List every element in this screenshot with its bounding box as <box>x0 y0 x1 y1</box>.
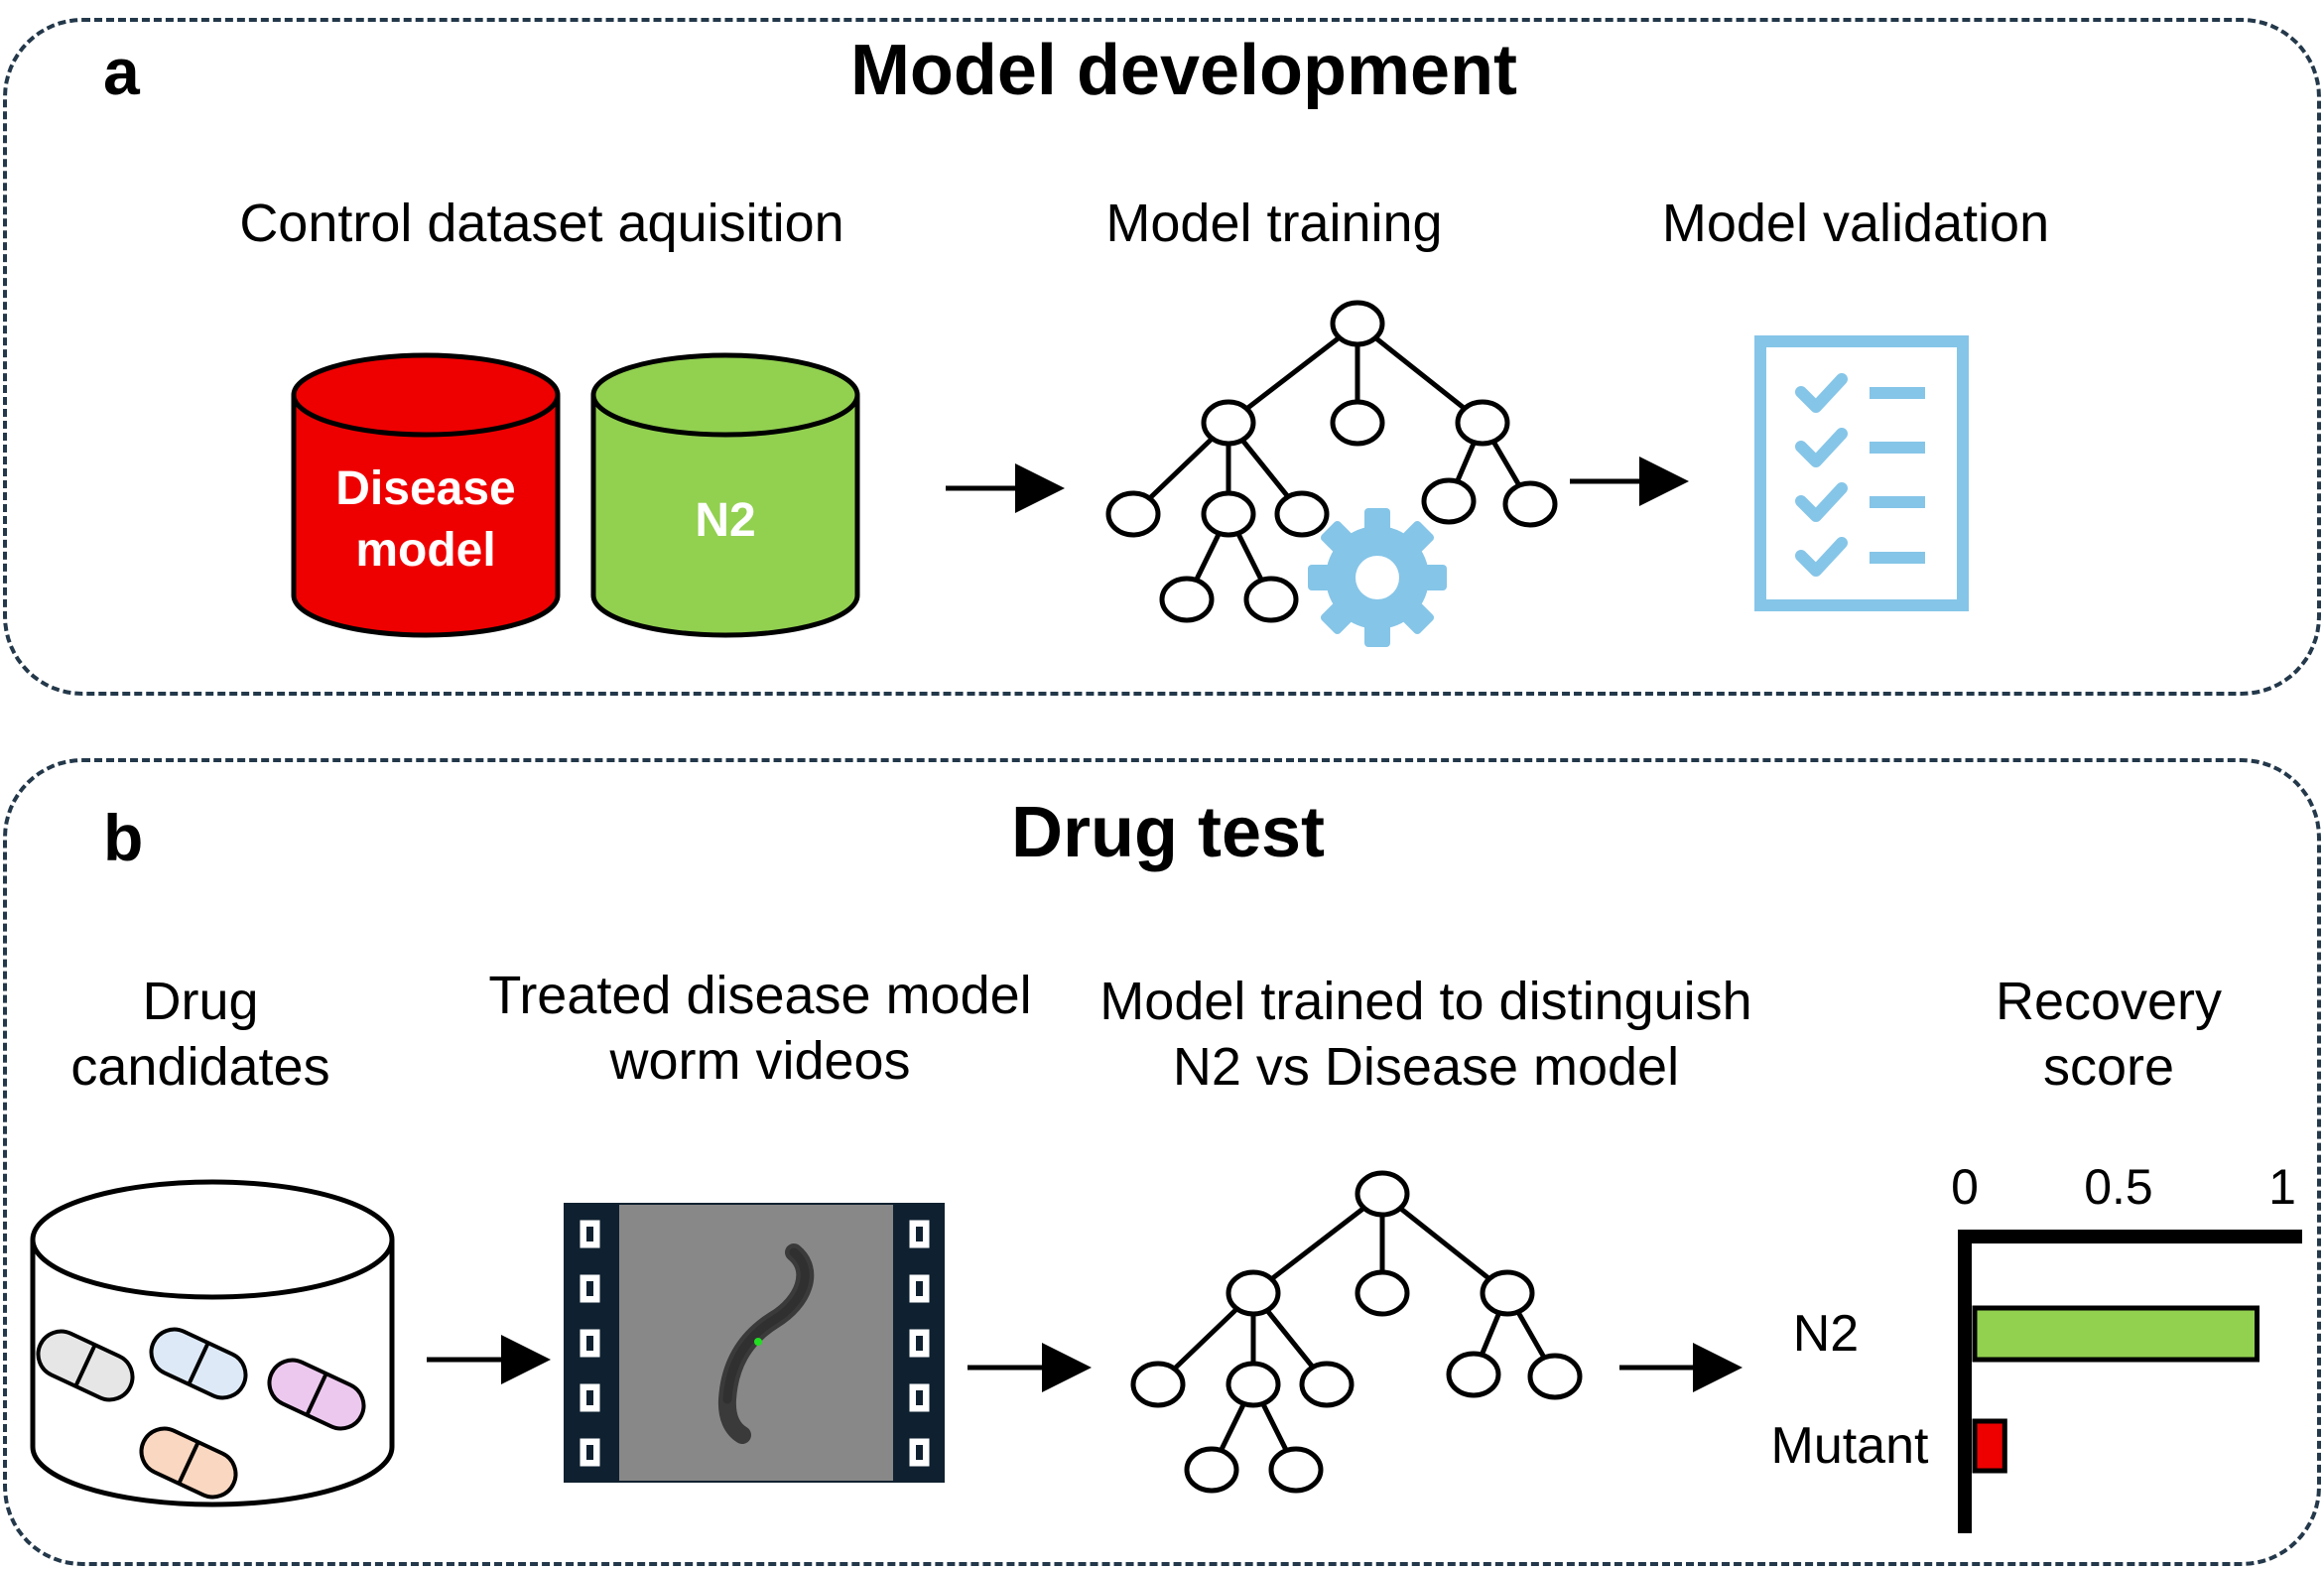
pill-icon-pink <box>267 1358 366 1431</box>
tracking-point-icon <box>754 1338 762 1346</box>
step-label-model-line1: Model trained to distinguish <box>1099 972 1752 1031</box>
n2-cylinder-top <box>590 352 860 438</box>
score-tick-label: 0.5 <box>2084 1159 2153 1215</box>
step-label-score-line1: Recovery <box>1995 972 2223 1031</box>
panel-model-development <box>3 18 2321 696</box>
panel-b-letter: b <box>103 801 144 874</box>
score-bar-n2 <box>1972 1305 2259 1363</box>
score-tick-label: 1 <box>2268 1159 2296 1215</box>
n2-dataset-icon: N2 <box>590 352 860 638</box>
disease-model-label-line2: model <box>355 524 495 577</box>
n2-label: N2 <box>695 494 755 547</box>
step-label-score-line2: score <box>2042 1037 2175 1097</box>
panel-a-title: Model development <box>849 31 1518 110</box>
step-label-model-validation: Model validation <box>1661 194 2050 253</box>
step-label-drug-line1: Drug <box>142 972 259 1031</box>
check-mark-icon <box>1795 373 1848 413</box>
disease-model-dataset-icon: Disease model <box>291 352 561 638</box>
disease-cylinder-top <box>291 352 561 438</box>
disease-cylinder-body <box>291 395 561 638</box>
score-category-label: Mutant <box>1771 1417 1930 1475</box>
step-label-worm-videos: Treated disease model worm videos <box>488 963 1031 1094</box>
step-label-recovery-score: Recovery score <box>1996 969 2222 1100</box>
gear-icon <box>1308 508 1447 647</box>
checklist-board <box>1754 335 1969 611</box>
n2-cylinder-body <box>590 395 860 638</box>
checklist-icon <box>1754 335 1969 611</box>
panel-a-letter: a <box>103 35 140 108</box>
score-tick-label: 0 <box>1951 1159 1979 1215</box>
check-mark-icon <box>1795 428 1848 467</box>
step-label-model-training: Model training <box>1105 194 1443 253</box>
pill-container-icon <box>30 1179 395 1507</box>
film-strip-icon <box>564 1203 945 1483</box>
pill-icon-peach <box>139 1426 238 1500</box>
checklist-line <box>1870 442 1925 454</box>
checklist-line <box>1870 496 1925 508</box>
step-label-trained-model: Model trained to distinguish N2 vs Disea… <box>1099 969 1751 1100</box>
pill-icon-gray <box>36 1329 135 1402</box>
panel-drug-test <box>3 758 2321 1566</box>
checklist-line <box>1870 387 1925 399</box>
step-label-drug-candidates: Drug candidates <box>70 969 329 1100</box>
step-label-control-dataset: Control dataset aquisition <box>239 194 844 253</box>
step-label-videos-line1: Treated disease model <box>488 966 1032 1025</box>
step-label-drug-line2: candidates <box>70 1037 330 1097</box>
pill-icon-blue <box>149 1327 248 1400</box>
disease-model-label-line1: Disease <box>335 462 515 515</box>
decision-tree-icon <box>1130 1170 1583 1494</box>
check-mark-icon <box>1795 482 1848 522</box>
step-label-model-line2: N2 vs Disease model <box>1172 1037 1680 1097</box>
score-category-label: N2 <box>1793 1305 1859 1363</box>
check-mark-icon <box>1795 537 1848 577</box>
score-bar-mutant <box>1972 1418 2007 1474</box>
checklist-line <box>1870 552 1925 564</box>
panel-b-title: Drug test <box>1010 793 1326 872</box>
decision-tree-icon <box>1105 300 1558 623</box>
step-label-videos-line2: worm videos <box>609 1031 911 1091</box>
